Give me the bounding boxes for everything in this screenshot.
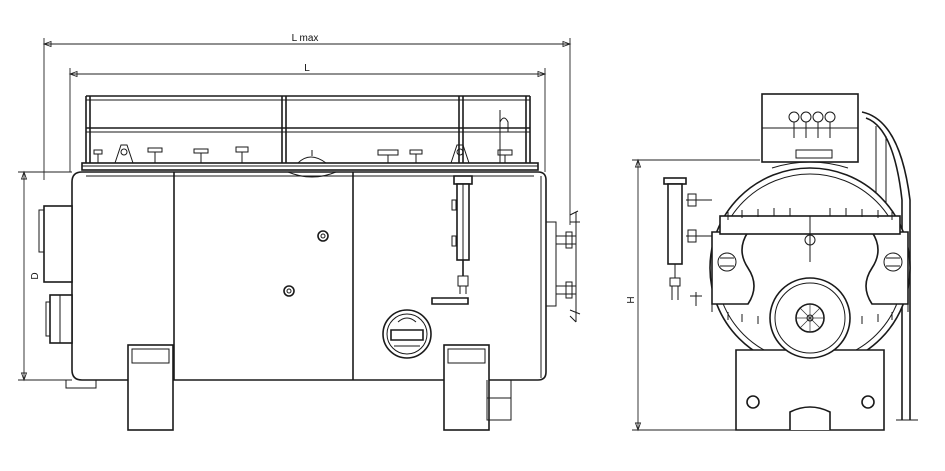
top-fittings [93, 117, 513, 164]
support-feet [127, 344, 512, 431]
inspection-port-1 [317, 230, 329, 242]
dimension-l-max: L max [42, 33, 572, 225]
l-label: L [304, 63, 310, 74]
water-level-column [431, 175, 473, 305]
d-label: D [30, 272, 41, 279]
control-panel [761, 93, 859, 163]
burner [769, 277, 851, 359]
manhole [382, 309, 432, 359]
dimension-l: L [68, 63, 547, 172]
side-ladder [861, 111, 918, 421]
dimension-h: H [626, 158, 760, 432]
dimension-d: D [18, 170, 72, 382]
rear-door-fittings [38, 205, 97, 389]
front-door-hinges [545, 210, 581, 323]
top-deck [81, 162, 539, 171]
inspection-port-2 [283, 285, 295, 297]
l-max-label: L max [292, 33, 319, 44]
level-indicator-front [663, 177, 712, 306]
top-railing [85, 95, 531, 165]
front-base [735, 349, 885, 431]
h-label: H [626, 296, 637, 303]
front-door [711, 208, 909, 324]
